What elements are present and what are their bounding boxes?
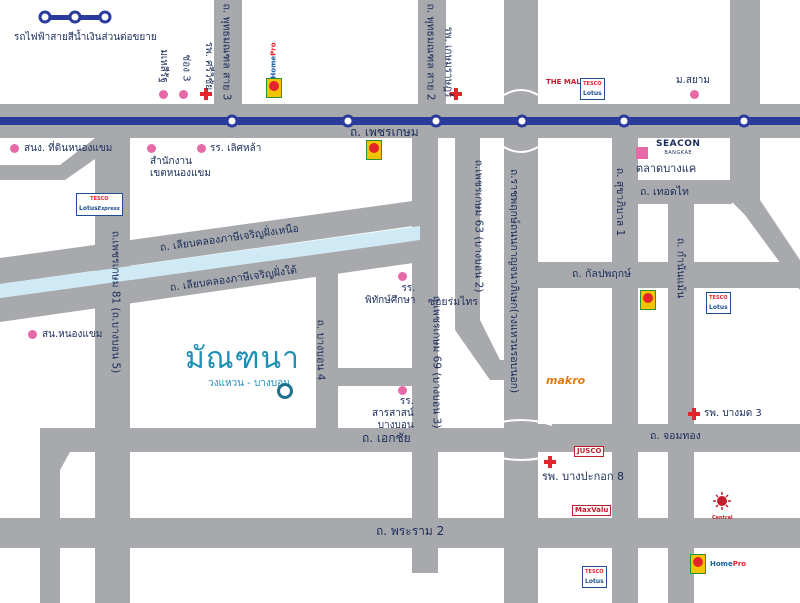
label-hosp-kasemrad: รพ. เกษมราษฎร์ (442, 26, 454, 98)
makro-logo: makro (546, 374, 586, 387)
label-office-nongkhaem: สำนักงาน เขตหนองแขม (150, 156, 211, 179)
road-petch63 (455, 138, 504, 380)
road-liab-south (0, 240, 420, 322)
label-school-pitak: รร. พิทักษ์ศึกษา (365, 283, 416, 306)
road-liab-north (0, 200, 420, 284)
place-marker (398, 272, 407, 281)
project-name: มัณฑนา (185, 341, 300, 376)
station-marker (225, 114, 239, 128)
place-marker (179, 90, 188, 99)
road-rama2 (0, 518, 800, 548)
canal-phasi-charoen (0, 226, 420, 298)
bigc-logo (266, 78, 282, 98)
label-phutthamonthon-3: ถ. พุทธมณฑล สาย 3 (220, 3, 233, 101)
central-sun-icon (713, 492, 732, 510)
hospital-icon (688, 408, 700, 420)
road-phutthamonthon-3 (214, 0, 242, 104)
rail-blue-line (0, 117, 800, 125)
road-petch69 (412, 138, 438, 573)
legend-rail-sample (38, 10, 112, 24)
label-bangbon4: ถ. บางบอน 4 (314, 319, 327, 381)
label-hosp-srivichai: รพ. ศรีวิชัย (203, 41, 215, 91)
label-ratchaphruek: ถ.ราชพฤกษ์ถนนกาญจนาภิเษก(วงแหวนรอบนอก) (508, 168, 521, 394)
station-marker (429, 114, 443, 128)
label-rama2: ถ. พระราม 2 (376, 524, 445, 538)
place-marker (398, 386, 407, 395)
label-soi3: ช่อง 3 (180, 54, 192, 82)
label-petch69: ถ.เพชรเกษม 69 (บางบอน 3) (430, 295, 443, 429)
market-icon (636, 147, 648, 159)
label-petch63: ถ.เพชรเกษม 63 (บางบอน 2) (472, 159, 485, 293)
hospital-icon (544, 456, 556, 468)
homepro-logo: HomePro (710, 560, 747, 568)
label-land-office-nongkhaem: สนง. ที่ดินหนองแขม (24, 143, 113, 154)
road-ekachai (40, 428, 800, 603)
bigc-logo (690, 554, 706, 574)
label-rama-siwat: มเหสีรัฐ (157, 49, 169, 83)
place-marker (28, 330, 37, 339)
homepro-logo: HomePro (269, 42, 278, 79)
label-hosp-bangmod3: รพ. บางมด 3 (704, 408, 762, 419)
jusco-logo: JUSCO (574, 446, 605, 457)
label-tertai: ถ. เทอดไท (640, 186, 689, 198)
label-hosp-bangkok8: รพ. บางปะกอก 8 (542, 470, 624, 483)
label-school-lertla: รร. เลิศหล้า (210, 143, 262, 154)
road-phutthamonthon-2 (418, 0, 446, 104)
road-ratchaphruek (504, 0, 538, 603)
label-phutthamonthon-2: ถ. พุทธมณฑล สาย 2 (424, 3, 437, 101)
place-marker (159, 90, 168, 99)
label-ekachai: ถ. เอกชัย (362, 431, 411, 445)
project-subtitle: วงแหวน - บางบอน (208, 378, 290, 389)
station-marker (341, 114, 355, 128)
label-kamnanmaen: ถ. กำนันแม้น (674, 237, 687, 299)
label-kalapapruek: ถ. กัลปพฤกษ์ (572, 268, 632, 280)
label-chomthong: ถ. จอมทอง (650, 430, 701, 442)
legend-label: รถไฟฟ้าสายสีน้ำเงินส่วนต่อขยาย (14, 32, 157, 43)
road-kalapapruek (538, 262, 800, 288)
label-police-nongkhaem: สน.หนองแขม (42, 329, 103, 340)
bigc-logo (640, 290, 656, 310)
project-location-marker (277, 383, 293, 399)
place-marker (10, 144, 19, 153)
road-bangbon4 (316, 268, 338, 428)
station-marker (515, 114, 529, 128)
label-soi-romsai: ซอยร่มไทร (428, 296, 478, 308)
place-marker (147, 144, 156, 153)
place-marker (197, 144, 206, 153)
hospital-icon (200, 88, 212, 100)
label-school-sarasas: รร. สารสาสน์ บางบอน (372, 396, 414, 431)
label-petch81: ถ.เพชรเกษม 81 (ถ.บางบอน 5) (109, 230, 122, 374)
hospital-icon (450, 88, 462, 100)
the-mall-logo: THE MALL (546, 78, 586, 86)
label-talad-bangkae: ตลาดบางแค (636, 162, 697, 175)
station-marker (737, 114, 751, 128)
central-logo: Central (712, 492, 733, 523)
station-marker (617, 114, 631, 128)
road-tertai (612, 180, 732, 204)
label-petchkasem: ถ. เพชรเกษม (350, 125, 419, 139)
maxvalu-logo: MaxValu (572, 505, 612, 516)
label-sukhaphiban-1: ถ. สุขาภิบาล 1 (614, 167, 627, 237)
label-siam-univ: ม.สยาม (676, 75, 710, 86)
bigc-logo (366, 140, 382, 160)
place-marker (690, 90, 699, 99)
